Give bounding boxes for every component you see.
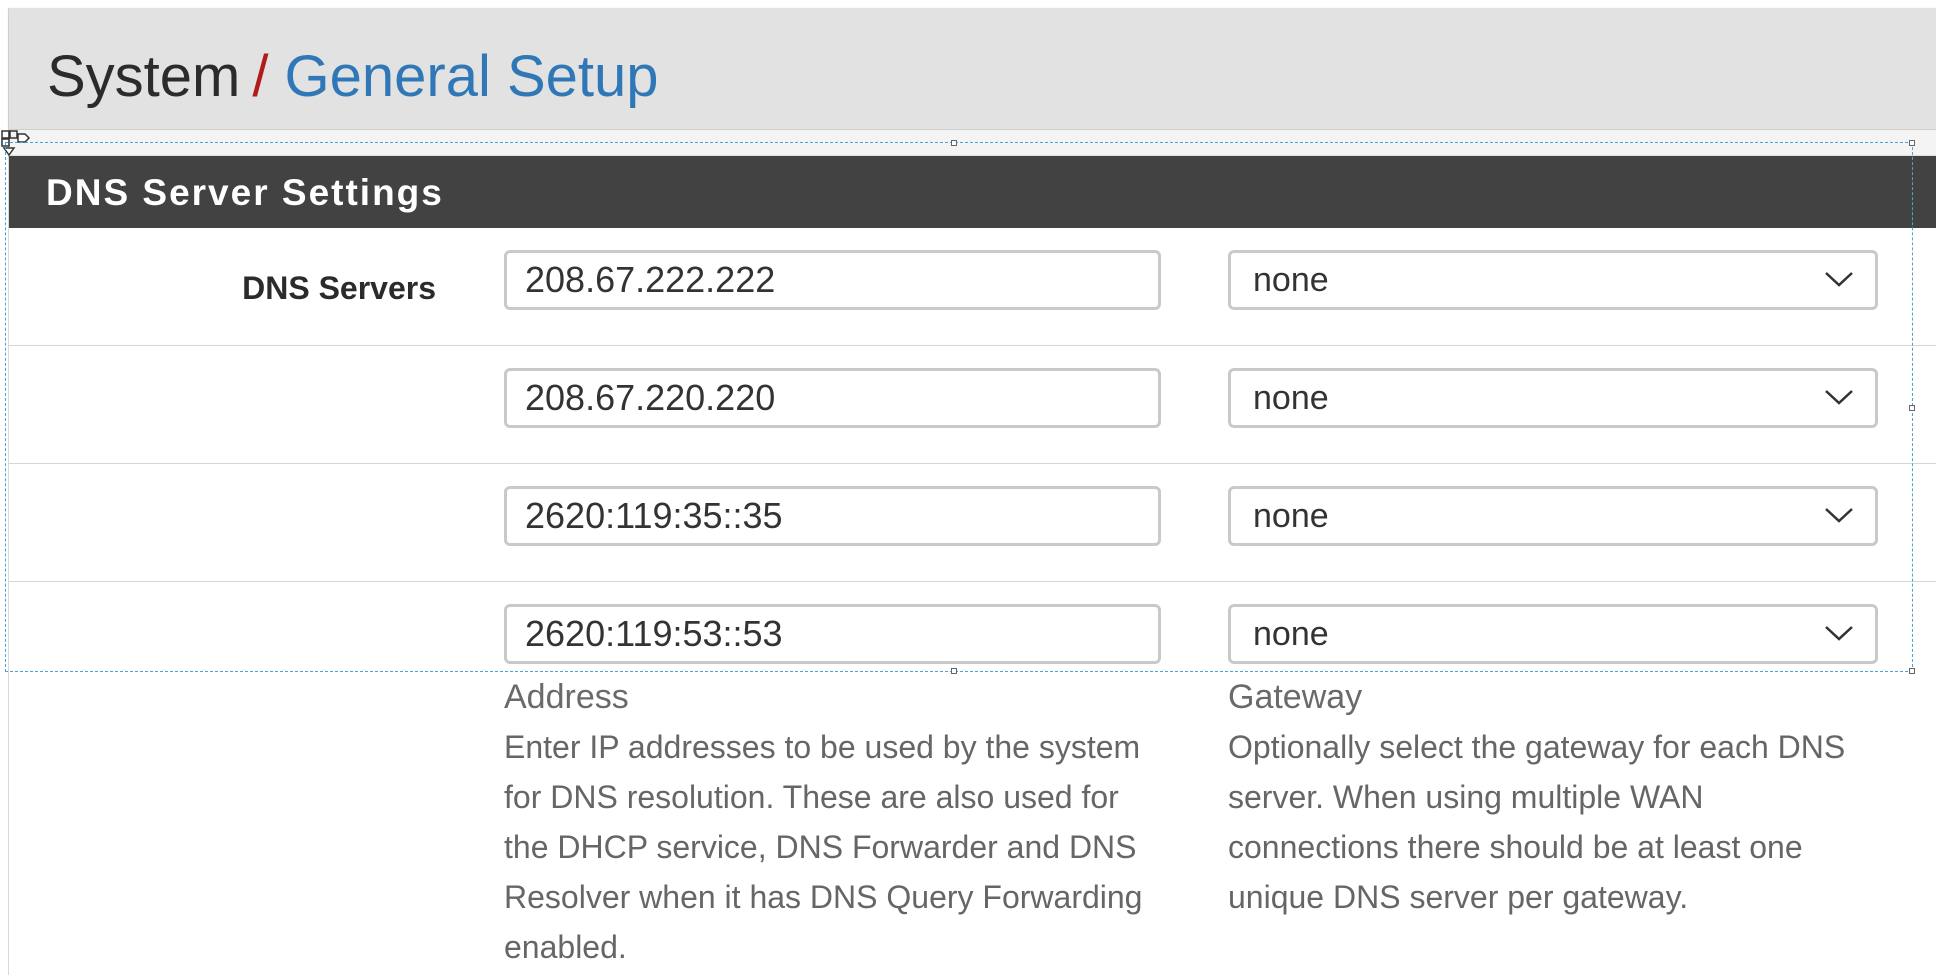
gateway-help: Gateway Optionally select the gateway fo…	[1228, 672, 1878, 922]
breadcrumb-general-setup[interactable]: General Setup	[284, 44, 659, 109]
chevron-down-icon	[1825, 272, 1853, 287]
page-header: System/General Setup	[9, 8, 1936, 130]
gateway-selected-value: none	[1253, 497, 1329, 535]
address-help-title: Address	[504, 678, 629, 716]
dns-gateway-select-3[interactable]: none	[1228, 486, 1878, 546]
breadcrumb: System/General Setup	[47, 36, 659, 118]
address-help-text: Enter IP addresses to be used by the sys…	[504, 729, 1143, 965]
dns-address-input-1[interactable]	[504, 250, 1161, 310]
dns-server-row-1: DNS Servers none	[9, 228, 1936, 346]
page: System/General Setup DNS Server Settings…	[1, 8, 1936, 975]
chevron-down-icon	[1825, 390, 1853, 405]
dns-server-row-3: none	[9, 464, 1936, 582]
gateway-help-title: Gateway	[1228, 678, 1363, 716]
panel-toolbar-strip	[9, 130, 1936, 156]
move-handle-icon[interactable]	[1, 130, 37, 176]
dns-gateway-select-4[interactable]: none	[1228, 604, 1878, 664]
dns-server-row-2: none	[9, 346, 1936, 464]
breadcrumb-system[interactable]: System	[47, 44, 241, 109]
breadcrumb-separator: /	[252, 44, 269, 109]
gateway-help-text: Optionally select the gateway for each D…	[1228, 729, 1846, 915]
chevron-down-icon	[1825, 508, 1853, 523]
dns-address-input-2[interactable]	[504, 368, 1161, 428]
dns-address-input-4[interactable]	[504, 604, 1161, 664]
gateway-selected-value: none	[1253, 615, 1329, 653]
gateway-selected-value: none	[1253, 261, 1329, 299]
dns-gateway-select-2[interactable]: none	[1228, 368, 1878, 428]
dns-server-row-4: none	[9, 582, 1936, 722]
gateway-selected-value: none	[1253, 379, 1329, 417]
dns-servers-label: DNS Servers	[242, 270, 436, 306]
chevron-down-icon	[1825, 626, 1853, 641]
panel-title: DNS Server Settings	[46, 172, 444, 213]
address-help: Address Enter IP addresses to be used by…	[504, 672, 1164, 972]
dns-gateway-select-1[interactable]: none	[1228, 250, 1878, 310]
panel-heading: DNS Server Settings	[9, 156, 1936, 228]
dns-address-input-3[interactable]	[504, 486, 1161, 546]
